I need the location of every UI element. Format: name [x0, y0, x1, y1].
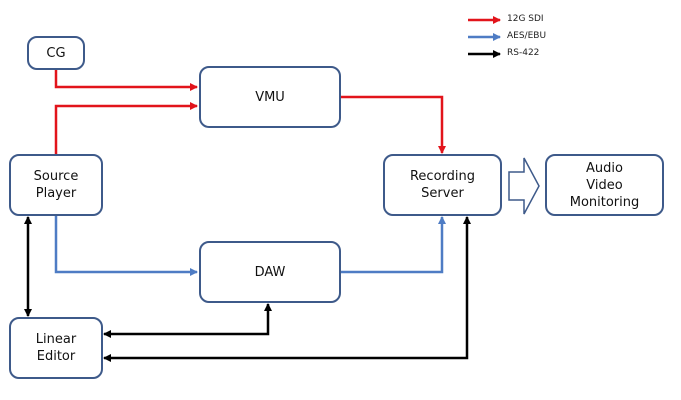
legend-label-rs-422: RS-422 — [507, 48, 540, 58]
legend-label-12g-sdi: 12G SDI — [507, 14, 544, 24]
node-audio-video-monitoring[interactable]: Audio Video Monitoring — [545, 154, 664, 216]
link-daw-to-recording — [339, 216, 446, 274]
node-linear-editor[interactable]: Linear Editor — [9, 317, 103, 379]
link-source-to-vmu — [54, 102, 198, 155]
node-vmu[interactable]: VMU — [199, 66, 341, 128]
link-source-to-daw — [54, 215, 198, 276]
link-vmu-to-recording — [339, 95, 446, 154]
node-source-player[interactable]: Source Player — [9, 154, 103, 216]
link-linear-editor-recording — [103, 216, 471, 362]
node-cg[interactable]: CG — [27, 36, 85, 70]
link-cg-to-vmu — [54, 69, 198, 91]
node-daw[interactable]: DAW — [199, 241, 341, 303]
legend-label-aes-ebu: AES/EBU — [507, 31, 547, 41]
node-recording-server[interactable]: Recording Server — [383, 154, 502, 216]
output-block-arrow — [508, 157, 540, 215]
link-linear-editor-daw — [103, 303, 272, 338]
